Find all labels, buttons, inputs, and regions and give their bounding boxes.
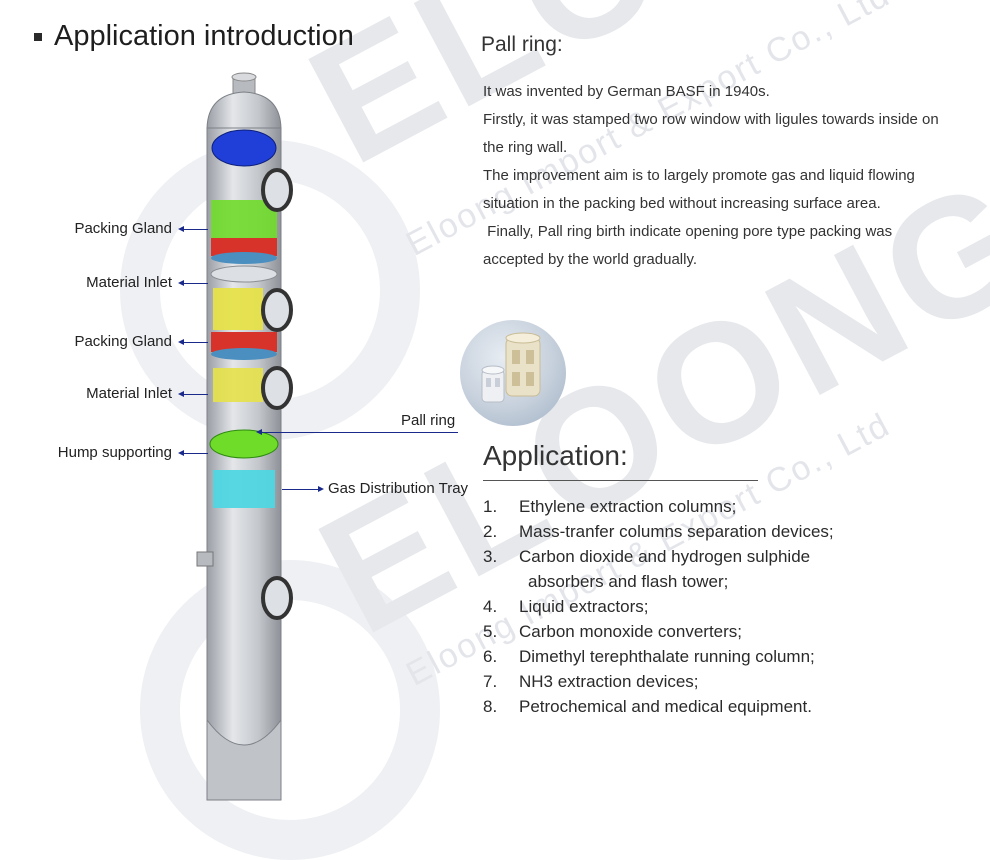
list-item-number: 3. — [483, 547, 498, 566]
list-item-text: Ethylene extraction columns; — [519, 497, 737, 516]
list-item: 4. Liquid extractors; — [483, 594, 834, 619]
list-item-text: absorbers and flash tower; — [528, 572, 729, 591]
blue-distributor — [211, 129, 277, 167]
packing-gland-1-section — [211, 200, 277, 240]
arrow-packing-gland-1 — [184, 229, 208, 230]
list-item: 7. NH3 extraction devices; — [483, 669, 834, 694]
list-item: 6. Dimethyl terephthalate running column; — [483, 644, 834, 669]
list-item: 2. Mass-tranfer columns separation device… — [483, 519, 834, 544]
page-title-text: Application introduction — [54, 20, 354, 52]
application-heading: Application: — [483, 440, 628, 471]
column-diagram — [196, 72, 293, 801]
list-item-number: 1. — [483, 497, 498, 516]
arrowhead-packing-gland-2 — [178, 339, 184, 345]
arrow-material-inlet-2 — [184, 394, 208, 395]
manway-2 — [261, 288, 293, 332]
list-item-number: 5. — [483, 622, 498, 641]
hump-support-plate — [209, 429, 279, 459]
application-heading-rule — [483, 480, 758, 481]
yellow-packing-2 — [213, 368, 263, 402]
material-inlet-1-disc — [210, 265, 278, 283]
label-packing-gland-1: Packing Gland — [74, 220, 172, 237]
column-skirt — [206, 718, 282, 801]
list-item: 5. Carbon monoxide converters; — [483, 619, 834, 644]
arrowhead-hump-supporting — [178, 450, 184, 456]
list-item-text: Liquid extractors; — [519, 597, 649, 616]
list-item-text: Petrochemical and medical equipment. — [519, 697, 812, 716]
label-pall-ring: Pall ring — [401, 412, 456, 429]
application-list: 1. Ethylene extraction columns; 2. Mass-tr… — [483, 494, 834, 719]
list-item: 8. Petrochemical and medical equipment. — [483, 694, 834, 719]
red-ring-2 — [211, 332, 277, 352]
intro-paragraph-2: Firstly, it was stamped two row window w… — [483, 111, 939, 156]
arrowhead-material-inlet-2 — [178, 391, 184, 397]
list-item: 3. Carbon dioxide and hydrogen sulphide — [483, 544, 834, 569]
pall-ring-photo — [460, 320, 566, 426]
arrowhead-material-inlet-1 — [178, 280, 184, 286]
page-title: Application introduction — [34, 20, 354, 53]
list-item-text: Carbon dioxide and hydrogen sulphide — [519, 547, 811, 566]
list-item-number: 2. — [483, 522, 498, 541]
intro-paragraph-3: The improvement aim is to largely promot… — [483, 167, 915, 212]
side-nozzle — [196, 551, 214, 567]
intro-paragraph-1: It was invented by German BASF in 1940s. — [483, 83, 770, 100]
list-item-text: Dimethyl terephthalate running column; — [519, 647, 815, 666]
arrow-hump-supporting — [184, 453, 208, 454]
label-gas-distribution-tray: Gas Distribution Tray — [328, 480, 469, 497]
gas-distribution-tray — [213, 470, 275, 508]
list-item-number: 6. — [483, 647, 498, 666]
manway-1 — [261, 168, 293, 212]
title-bullet-icon — [34, 32, 42, 41]
list-item-text: Mass-tranfer columns separation devices; — [519, 522, 834, 541]
manway-4 — [261, 576, 293, 620]
arrowhead-packing-gland-1 — [178, 226, 184, 232]
arrow-packing-gland-2 — [184, 342, 208, 343]
arrow-pall-ring — [262, 432, 458, 433]
label-hump-supporting: Hump supporting — [57, 444, 172, 461]
yellow-packing-1 — [213, 288, 263, 330]
column-dome — [206, 91, 282, 131]
list-item-number: 8. — [483, 697, 498, 716]
list-item-text: NH3 extraction devices; — [519, 672, 699, 691]
list-item-continuation: absorbers and flash tower; — [483, 569, 834, 594]
list-item: 1. Ethylene extraction columns; — [483, 494, 834, 519]
arrow-gas-distribution-tray — [282, 489, 320, 490]
list-item-text: Carbon monoxide converters; — [519, 622, 743, 641]
pall-ring-illustration — [481, 332, 541, 403]
intro-paragraph-4: Finally, Pall ring birth indicate openin… — [483, 223, 897, 268]
pall-ring-description: It was invented by German BASF in 1940s.… — [483, 78, 943, 274]
arrowhead-pall-ring — [256, 429, 262, 435]
label-material-inlet-2: Material Inlet — [86, 385, 172, 402]
manway-3 — [261, 366, 293, 410]
arrow-material-inlet-1 — [184, 283, 208, 284]
red-ring-1 — [211, 238, 277, 256]
pall-ring-heading: Pall ring: — [481, 33, 563, 56]
label-material-inlet-1: Material Inlet — [86, 274, 172, 291]
label-packing-gland-2: Packing Gland — [74, 333, 172, 350]
arrowhead-gas-distribution-tray — [318, 486, 324, 492]
list-item-number: 4. — [483, 597, 498, 616]
list-item-number: 7. — [483, 672, 498, 691]
